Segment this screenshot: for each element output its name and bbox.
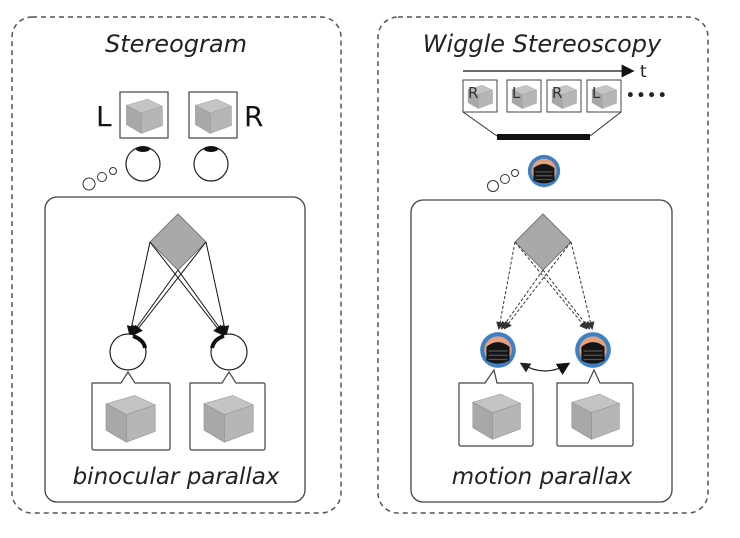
stereogram-panel: Stereogram L R [11,16,342,514]
binocular-caption: binocular parallax [73,464,280,490]
viewer-thought-bubble-icon [487,169,519,192]
stereogram-panel-border [11,16,342,514]
frame-1-label: R [468,84,478,102]
movement-arrow [519,362,571,375]
frame-sequence: R L R L ∙∙∙∙ [462,79,668,113]
frame-3-label: R [552,84,562,102]
head-position-right-icon [574,331,612,369]
dashed-sight-lines [496,241,595,330]
wiggle-panel: Wiggle Stereoscopy t R L R L ∙∙∙∙ [377,16,709,514]
viewer-right-eye-icon [193,146,229,182]
viewer-left-eye-icon [125,146,161,182]
frame-4-label: L [592,84,601,102]
head-position-left-icon [479,331,517,369]
right-retina-view [189,370,266,451]
viewer-head-icon [527,154,561,188]
left-retina-view [91,370,171,451]
left-eye-icon [109,333,147,371]
sight-lines [126,241,230,336]
frame-ellipsis: ∙∙∙∙ [625,85,668,105]
right-label: R [244,100,263,133]
thought-bubble-icon [82,167,117,191]
stereogram-title: Stereogram [105,30,247,58]
projection-lines [462,111,622,137]
left-label: L [96,100,112,133]
time-label: t [640,62,647,82]
wiggle-panel-border [377,16,709,514]
frame-2-label: L [512,84,521,102]
wiggle-title: Wiggle Stereoscopy [423,30,662,58]
display-screen [497,134,590,140]
right-eye-icon [210,333,248,371]
motion-caption: motion parallax [452,464,633,490]
left-motion-view [458,368,534,447]
right-motion-view [556,368,634,447]
